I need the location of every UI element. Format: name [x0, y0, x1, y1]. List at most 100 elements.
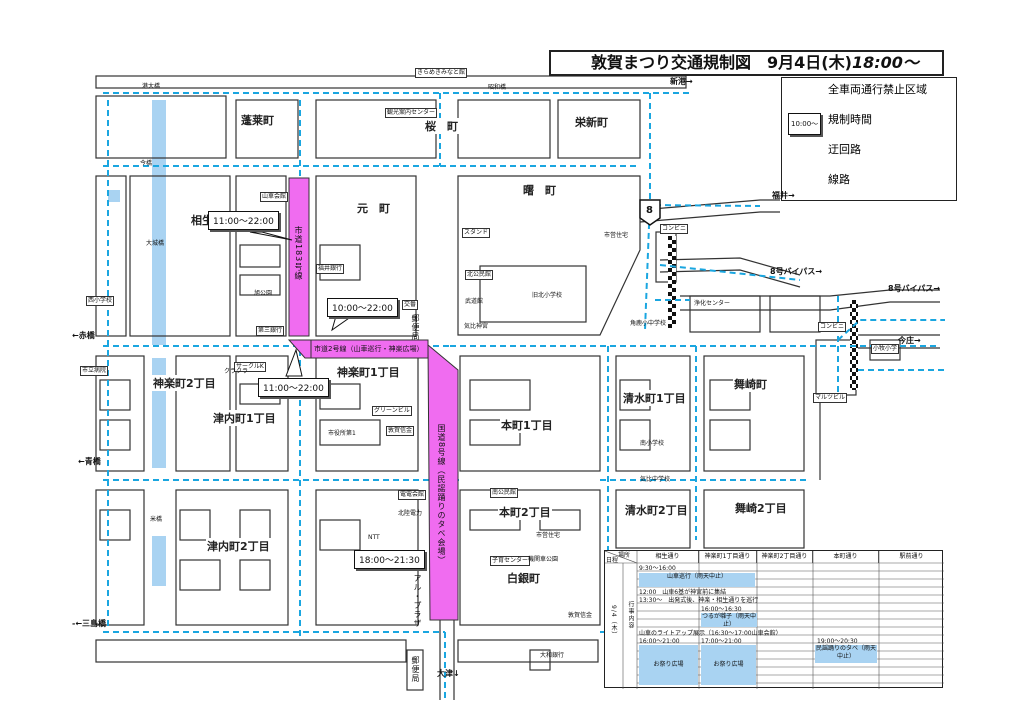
district-kagura2: 神楽町2丁目 [152, 375, 217, 391]
schedule-e4-text: お祭り広場 [639, 645, 698, 685]
landmark-kakushika: 角鹿小中学校 [630, 320, 667, 327]
landmark-shiei2: 市営住宅 [536, 532, 561, 539]
canal [152, 100, 166, 345]
detour-routes [103, 92, 945, 700]
road-lines [439, 199, 940, 700]
landmark-toukin: 敦賀信金 [568, 612, 593, 619]
district-honmachi2: 本町2丁目 [498, 504, 552, 520]
schedule-e2-text: つるが囃子（雨天中止） [701, 613, 757, 628]
road-akahashi: ←赤橋 [72, 331, 95, 340]
legend-restricted-label: 全車両通行禁止区域 [828, 83, 927, 96]
district-sakura: 桜 町 [424, 118, 459, 134]
landmark-marutsupiru: マルツビル [813, 393, 848, 403]
landmark-combi2: コンビニ [818, 322, 847, 332]
district-tsunai2: 津内町2丁目 [206, 538, 271, 554]
district-horai: 蓬莱町 [240, 112, 275, 128]
landmark-kurakura: クラクラ [224, 368, 249, 375]
schedule-e1-note2: 13:30～ 出発式後、神楽・相生通りを巡行 [639, 597, 759, 604]
time-box-shido2: 10:00～22:00 [327, 298, 398, 317]
time-box-shido183: 11:00～22:00 [208, 211, 279, 230]
schedule-category: 行事内容 [627, 601, 634, 629]
legend-row-detour: 迂回路 [782, 140, 958, 160]
landmark-combi1: コンビニ [660, 224, 689, 234]
landmark-kehi: 気比神宮 [464, 323, 489, 330]
schedule-table: 場所 日程 相生通り 神楽町1丁目通り 神楽町2丁目通り 本町通り 駅前通り 9… [604, 550, 944, 689]
schedule-e2-time: 16:00～16:30 [701, 606, 742, 613]
district-shimizu1: 清水町1丁目 [622, 390, 687, 406]
canal [108, 190, 120, 202]
landmark-fukui-bank: 福井銀行 [316, 264, 345, 274]
title-date: 9月4日(木) [767, 53, 852, 72]
landmark-kankou: 観光案内センター [385, 108, 438, 118]
landmark-kehi-chu: 気比中学校 [640, 476, 671, 483]
district-tsunai1: 津内町1丁目 [212, 410, 277, 426]
landmark-nishi-sho: 西小学校 [86, 296, 115, 306]
road-mishimabashi: -←三島橋 [72, 619, 107, 628]
district-moto: 元 町 [356, 200, 391, 216]
bridge-minatobashi: 港大橋 [142, 83, 161, 90]
restricted-label-shido2: 市道2号線（山車巡行・神楽広場） [314, 345, 424, 353]
schedule-grid [605, 551, 944, 689]
landmark-kosodate: 子育センター [490, 556, 531, 566]
landmark-al-plaza: アル・プラザ [413, 574, 422, 628]
landmark-otemachi: 大和銀行 [540, 652, 565, 659]
landmark-green: グリーンビル [372, 406, 412, 416]
schedule-corner-place: 場所 [618, 552, 631, 559]
road-bypass8b: 8号バイパス→ [888, 284, 941, 293]
schedule-corner-date: 日程 [606, 557, 619, 564]
schedule-e3-note: 山車のライトアップ展示（16:30～17:00山車会館） [639, 630, 782, 637]
landmark-shiritsu-byoin: 市立病院 [80, 366, 109, 376]
bridge-oshirobashi: 大城橋 [146, 240, 165, 247]
title-main: 敦賀まつり交通規制図 [591, 53, 752, 72]
landmark-ntt: NTT [368, 534, 380, 541]
schedule-e1-note1: 12:00 山車6基が神宮前に集結 [639, 589, 727, 596]
legend-detour-label: 迂回路 [828, 143, 861, 156]
landmark-yubin2: 郵便局 [411, 656, 420, 683]
district-akebono: 曙 町 [522, 182, 557, 198]
schedule-col-3: 本町通り [813, 551, 879, 563]
landmark-touyou: 敦賀信金 [386, 426, 415, 436]
road-imajo: 今庄→ [898, 336, 921, 345]
time-box-corner: 11:00～22:00 [258, 378, 329, 397]
schedule-e4-time: 16:00～21:00 [639, 638, 680, 645]
district-eishin: 栄新町 [574, 114, 609, 130]
schedule-col-2: 神楽町2丁目通り [757, 551, 813, 563]
landmark-yubinkyoku: 郵便局 [411, 314, 420, 341]
legend-railway-label: 線路 [828, 173, 850, 186]
schedule-e5-text: お祭り広場 [701, 645, 756, 685]
road-route8-number: 8 [646, 205, 653, 216]
canal [152, 536, 166, 586]
schedule-col-1: 神楽町1丁目通り [699, 551, 757, 563]
route-8-shield [639, 199, 661, 226]
district-shiroganecho: 白銀町 [506, 570, 541, 586]
landmark-shiei: 市営住宅 [604, 232, 629, 239]
landmark-sunkus: サークルK [234, 362, 266, 372]
schedule-e5-time: 17:00～21:00 [701, 638, 742, 645]
landmark-kitakominkan: 北公民館 [465, 270, 494, 280]
landmark-butokukan: 武道館 [465, 298, 484, 305]
landmark-stand: スタンド [462, 228, 491, 238]
restricted-zones [287, 177, 459, 621]
landmark-shikin: 市役所第1 [328, 430, 356, 437]
landmark-kirameki: きらめきみなと館 [415, 68, 468, 78]
legend-row-railway: 線路 [782, 170, 958, 190]
railway-track [668, 236, 676, 328]
road-shinko: 新港→ [670, 77, 693, 86]
map-title: 敦賀まつり交通規制図 9月4日(木)18:00～ [549, 50, 944, 76]
legend-time-label: 規制時間 [828, 113, 872, 126]
landmark-minami-kominkan: 南公民館 [490, 488, 519, 498]
road-otsu: 大津↓ [437, 669, 460, 678]
legend-row-time: 10:00～ 規制時間 [782, 110, 958, 135]
restricted-label-shido183: 市道183号線 [294, 226, 303, 281]
landmark-daisan: 第三銀行 [256, 326, 285, 336]
landmark-kyuko: 旭公園 [254, 290, 273, 297]
schedule-col-0: 相生通り [637, 551, 699, 563]
title-time: 18:00～ [851, 53, 919, 72]
schedule-col-4: 駅前通り [899, 553, 924, 560]
landmark-minami: 南小学校 [640, 440, 665, 447]
bridge-showabashi: 昭和橋 [488, 84, 507, 91]
bridge-komebashi: 米橋 [150, 516, 163, 523]
road-bypass8a: 8号バイパス→ [770, 267, 823, 276]
